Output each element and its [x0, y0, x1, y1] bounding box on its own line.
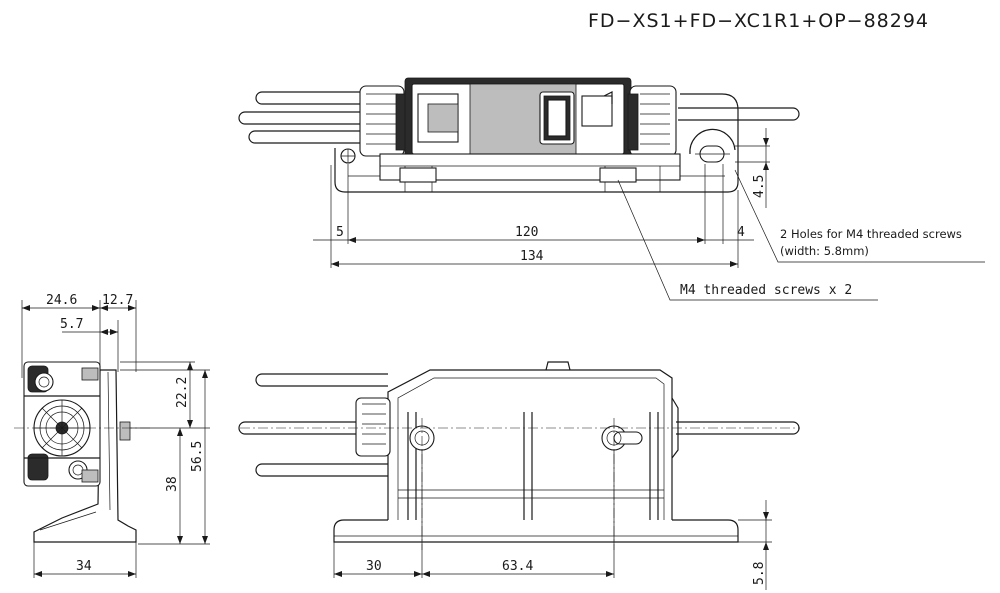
side-amplifier	[23, 361, 101, 487]
top-leaders: 2 Holes for M4 threaded screws (width: 5…	[617, 169, 985, 301]
dim-base-thickness: 5.8	[752, 562, 767, 585]
front-base-plate	[333, 519, 739, 543]
dim-left-margin: 5	[336, 225, 344, 240]
dim-w1: 24.6	[46, 293, 77, 308]
dim-h3: 38	[165, 476, 180, 492]
right-nut	[627, 85, 677, 157]
side-view: 24.6 12.7 5.7 22.2 56.5 38 34	[14, 293, 210, 578]
dim-w2: 12.7	[102, 293, 133, 308]
front-view: 30 63.4 5.8	[238, 361, 800, 590]
dim-overall: 134	[520, 249, 544, 264]
side-dimensions: 24.6 12.7 5.7 22.2 56.5 38 34	[21, 293, 210, 578]
dim-right-margin: 4	[737, 225, 745, 240]
dim-h2: 56.5	[190, 441, 205, 472]
note-holes-line2: (width: 5.8mm)	[780, 244, 869, 258]
side-bracket	[33, 369, 137, 543]
drawing-title: FD−XS1+FD−XC1R1+OP−88294	[588, 10, 929, 32]
left-nut	[359, 85, 407, 157]
dim-h1: 22.2	[175, 377, 190, 408]
dim-w3: 5.7	[60, 317, 83, 332]
top-dimensions: 5 120 4 134 4.5	[313, 128, 770, 268]
dim-pitch: 63.4	[502, 559, 533, 574]
note-screws: M4 threaded screws x 2	[680, 283, 852, 298]
note-holes-line1: 2 Holes for M4 threaded screws	[780, 227, 962, 241]
front-dimensions: 30 63.4 5.8	[333, 450, 772, 590]
top-base-plate	[334, 93, 739, 193]
dim-height: 4.5	[752, 175, 767, 198]
front-cables	[238, 373, 800, 477]
dim-base: 34	[76, 559, 92, 574]
dim-span: 120	[515, 225, 538, 240]
top-view: 5 120 4 134 4.5 2 Holes for M4 threaded …	[238, 77, 985, 301]
dim-offset: 30	[366, 559, 382, 574]
amplifier-body	[404, 77, 632, 161]
